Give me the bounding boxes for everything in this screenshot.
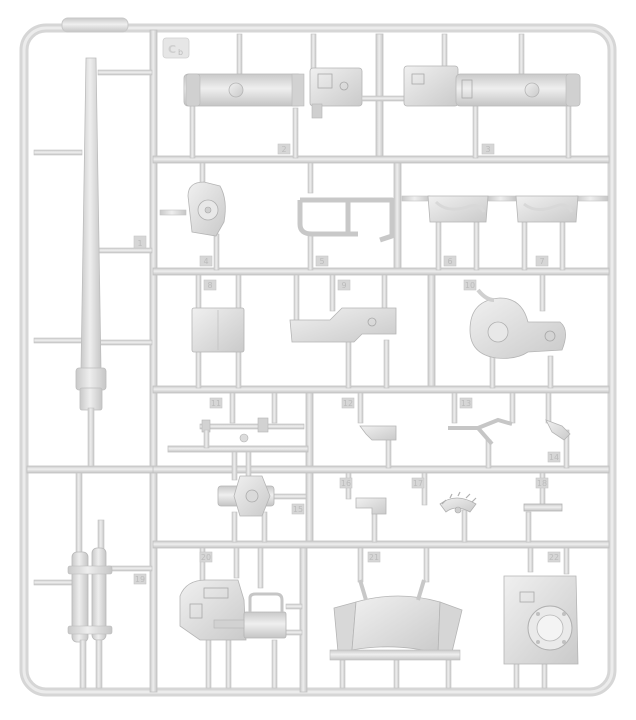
part-number-8: 8: [207, 281, 212, 290]
part-number-tag-17: [411, 477, 425, 489]
part-13-linkage: [448, 417, 513, 446]
part-number-22: 22: [549, 553, 559, 562]
part-number-1: 1: [137, 239, 142, 248]
part-number-tag-4: [199, 255, 213, 267]
part-11-rod: [199, 417, 305, 449]
row3-gates: [195, 274, 554, 389]
part-number-16: 16: [341, 479, 351, 488]
part-20-housing: [179, 579, 287, 641]
part-number-19: 19: [135, 575, 145, 584]
part-21-mudguard: [329, 579, 463, 661]
part-number-tag-9: [337, 279, 351, 291]
part-number-5: 5: [319, 257, 324, 266]
part-19-shock: [33, 472, 153, 689]
part-number-tag-7: [535, 255, 549, 267]
sprue-frame-highlight: [22, 26, 614, 694]
part-number-tag-3: [481, 143, 495, 155]
part-number-9: 9: [341, 281, 346, 290]
part-15-gear: [217, 475, 275, 517]
row1-gates: [189, 33, 572, 159]
part-18-lever: [523, 503, 563, 512]
part-number-tag-13: [459, 397, 473, 409]
row6-gates: [199, 547, 570, 689]
part-number-tag-8: [203, 279, 217, 291]
part-4-cover: [187, 181, 226, 237]
part-number-tag-15: [291, 503, 305, 515]
part-number-10: 10: [465, 281, 475, 290]
part-6-fender: [427, 195, 489, 223]
part-number-17: 17: [413, 479, 423, 488]
part-16-bracket: [355, 497, 387, 515]
part-number-3: 3: [485, 145, 490, 154]
part-number-tag-10: [463, 279, 477, 291]
part-number-tag-5: [315, 255, 329, 267]
part-number-2: 2: [281, 145, 286, 154]
part-number-21: 21: [369, 553, 379, 562]
horizontal-runners: [26, 155, 610, 549]
sprue-letter: C: [168, 43, 176, 56]
part-22-hatch: [503, 575, 579, 665]
part-12-clip: [359, 425, 397, 441]
part-3-hull-right: [403, 65, 581, 107]
part-number-6: 6: [447, 257, 452, 266]
part-number-tag-22: [547, 551, 561, 563]
part-number-tag-2: [277, 143, 291, 155]
part-7-fender: [515, 195, 579, 223]
part-8-plate: [191, 307, 245, 353]
part-number-tag-1: [133, 235, 147, 249]
part-number-tag-14: [547, 451, 561, 463]
sprue-tab: [61, 17, 129, 33]
sprue-letter-badge: C b: [162, 37, 190, 59]
part-number-12: 12: [343, 399, 353, 408]
part-number-tag-16: [339, 477, 353, 489]
part-1-barrel: [33, 57, 153, 467]
part-number-tag-6: [443, 255, 457, 267]
part-number-tag-20: [199, 551, 213, 563]
part-17-sprocket: [439, 491, 477, 514]
part-number-14: 14: [549, 453, 559, 462]
part-number-tag-21: [367, 551, 381, 563]
part-number-4: 4: [203, 257, 208, 266]
part-number-tag-18: [535, 477, 549, 489]
part-number-tag-12: [341, 397, 355, 409]
part-number-20: 20: [201, 553, 211, 562]
part-number-13: 13: [461, 399, 471, 408]
row2-gates: [159, 162, 609, 271]
part-number-18: 18: [537, 479, 547, 488]
part-5-frame: [297, 197, 395, 243]
part-number-7: 7: [539, 257, 544, 266]
part-number-15: 15: [293, 505, 303, 514]
row4-gates: [229, 392, 570, 469]
part-10-hub: [469, 288, 566, 359]
part-14-pin: [545, 419, 571, 441]
part-number-tag-11: [209, 397, 223, 409]
part-number-tag-19: [133, 573, 147, 585]
part-2-hull-left: [183, 67, 407, 119]
sprue-letter-subscript: b: [178, 48, 183, 57]
part-9-bracket: [289, 307, 397, 343]
part-number-11: 11: [211, 399, 221, 408]
